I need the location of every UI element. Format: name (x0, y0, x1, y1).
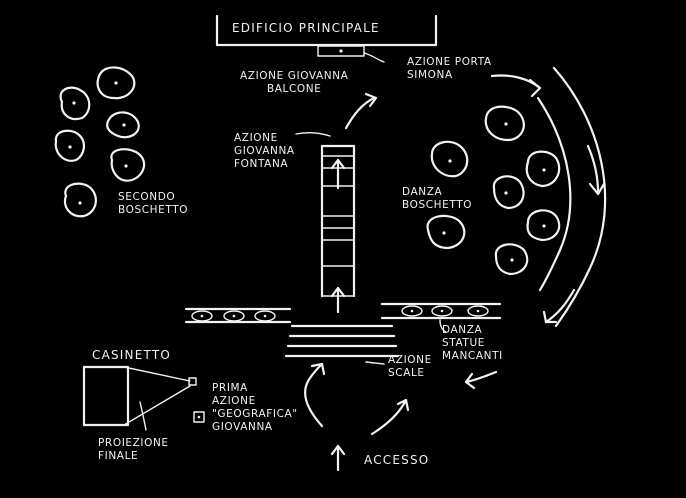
label-secondo-boschetto: SECONDO BOSCHETTO (118, 191, 189, 216)
main-building (215, 14, 438, 63)
entrance-arrows (304, 362, 410, 472)
label-azione-porta-simona: AZIONE PORTA SIMONA (407, 56, 492, 81)
label-azione-giovanna-balcone: AZIONE GIOVANNA BALCONE (240, 70, 349, 95)
right-path (464, 66, 607, 390)
stairs (284, 324, 400, 365)
fountain-axis (295, 92, 378, 314)
dance-grove (426, 105, 561, 276)
label-danza-statue-mancanti: DANZA STATUE MANCANTI (442, 324, 503, 362)
second-grove (54, 66, 146, 218)
label-danza-boschetto: DANZA BOSCHETTO (402, 186, 473, 211)
label-azione-giovanna-fontana: AZIONE GIOVANNA FONTANA (234, 132, 295, 170)
label-casinetto: CASINETTO (92, 348, 171, 362)
casinetto (82, 365, 205, 431)
label-main-building: EDIFICIO PRINCIPALE (232, 21, 380, 35)
statue-walks (184, 302, 502, 333)
label-proiezione-finale: PROIEZIONE FINALE (98, 437, 169, 462)
label-prima-azione: PRIMA AZIONE "GEOGRAFICA" GIOVANNA (212, 382, 298, 433)
label-azione-scale: AZIONE SCALE (388, 354, 432, 379)
label-accesso: ACCESSO (364, 453, 430, 467)
